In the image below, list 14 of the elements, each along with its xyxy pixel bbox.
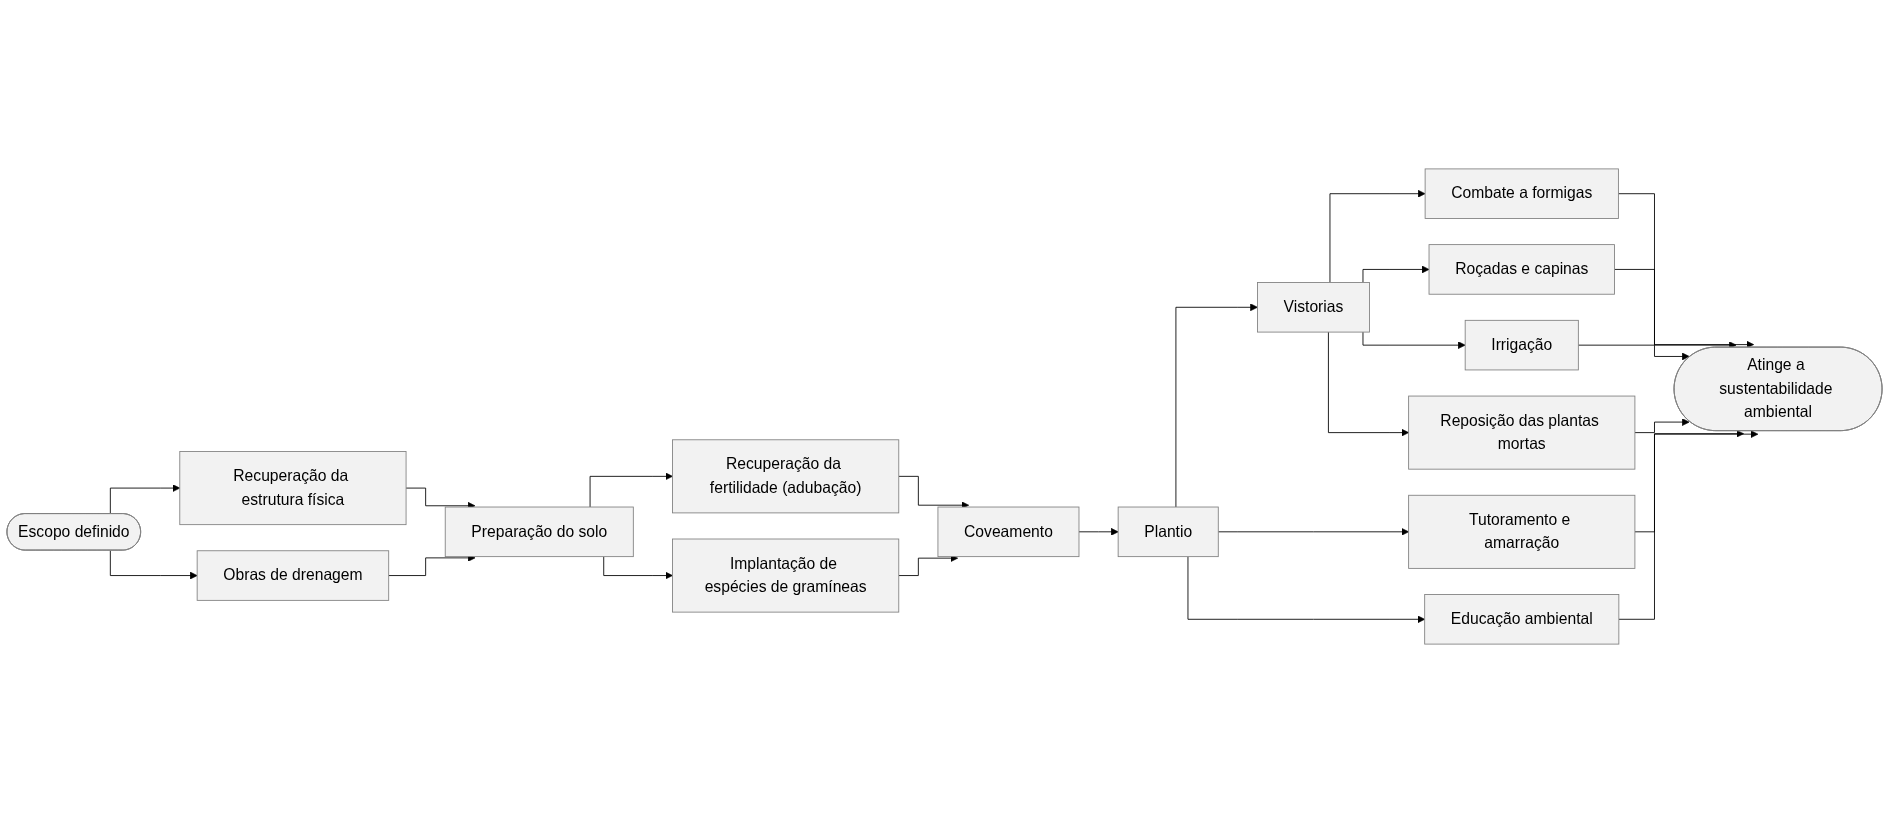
node-box: Tutoramento e amarração [1408,494,1636,569]
node-box: Vistorias [1257,282,1370,333]
node-box: Reposição das plantas mortas [1408,395,1636,470]
node-box: Roçadas e capinas [1428,244,1615,295]
node-box: Obras de drenagem [196,550,390,601]
node-box: Irrigação [1464,319,1579,371]
node-box: Plantio [1117,506,1219,558]
node-box: Combate a formigas [1424,168,1619,219]
node-box: Preparação do solo [444,506,634,558]
node-box: Coveamento [937,506,1080,558]
node-box: Recuperação da fertilidade (adubação) [672,439,900,514]
node-box: Recuperação da estrutura física [179,451,407,526]
node-box: Educação ambiental [1424,594,1620,645]
node-box: Implantação de espécies de gramíneas [672,538,900,613]
